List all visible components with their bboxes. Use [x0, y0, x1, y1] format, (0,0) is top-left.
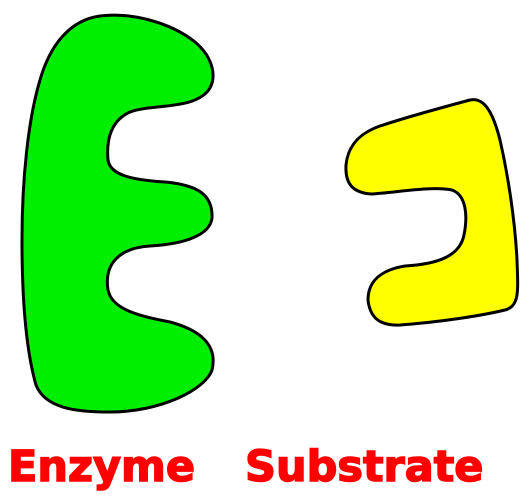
substrate-shape — [346, 100, 518, 325]
substrate-label: Substrate — [245, 442, 483, 492]
enzyme-label: Enzyme — [8, 442, 195, 492]
enzyme-shape — [22, 15, 213, 412]
